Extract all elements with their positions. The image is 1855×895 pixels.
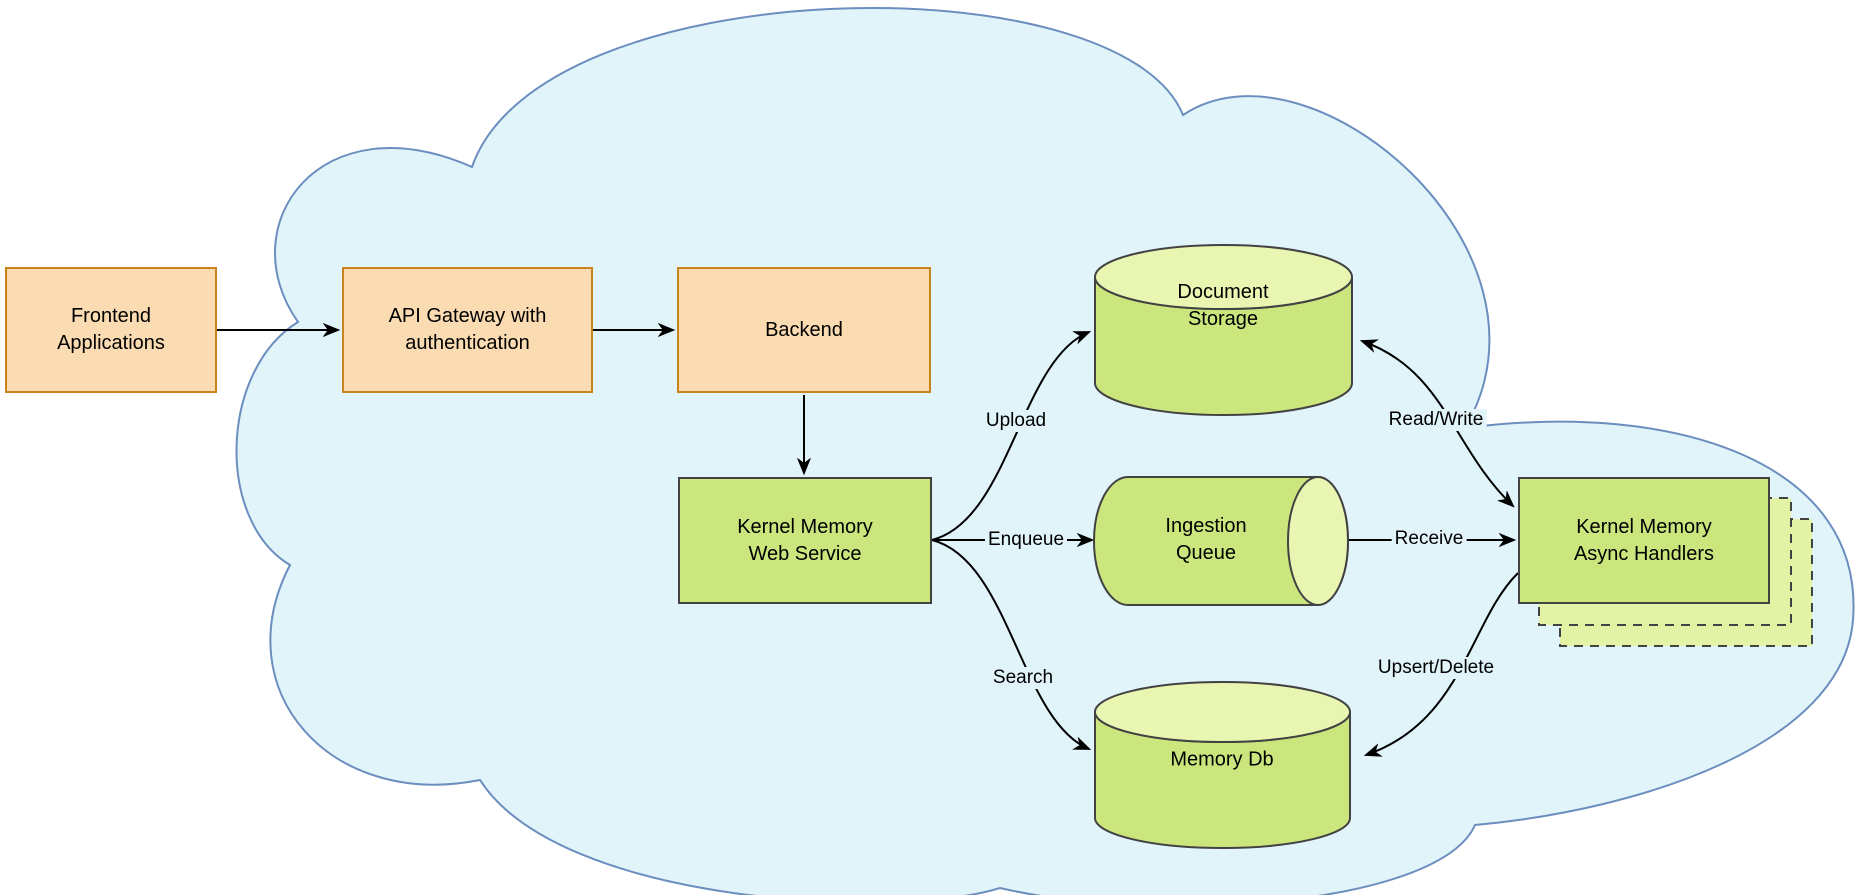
- edge-search: [931, 539, 1089, 750]
- edge-label-enqueue: Enqueue: [984, 529, 1068, 551]
- label-memory-db: Memory Db: [1170, 748, 1274, 771]
- ingestion-queue-cylinder: [1093, 476, 1349, 606]
- edge-label-upload: Upload: [982, 410, 1050, 432]
- edge-label-upsert-delete: Upsert/Delete: [1374, 657, 1498, 679]
- node-kernel-memory-web-service: Kernel Memory Web Service: [678, 477, 932, 604]
- document-storage-cylinder: [1094, 244, 1353, 416]
- label-ingestion-queue: Ingestion Queue: [1165, 515, 1247, 564]
- memory-db-cylinder: [1094, 681, 1351, 849]
- node-api-gateway: API Gateway with authentication: [342, 267, 593, 393]
- node-frontend-applications: Frontend Applications: [5, 267, 217, 393]
- edge-label-receive: Receive: [1391, 528, 1467, 550]
- node-kernel-memory-async-handlers: Kernel Memory Async Handlers: [1518, 477, 1770, 604]
- cloud-boundary: [235, 6, 1855, 895]
- edge-label-search: Search: [989, 667, 1057, 689]
- node-backend: Backend: [677, 267, 931, 393]
- edge-upload: [931, 331, 1089, 541]
- edge-label-read-write: Read/Write: [1385, 409, 1487, 431]
- label-document-storage: Document Storage: [1177, 281, 1269, 330]
